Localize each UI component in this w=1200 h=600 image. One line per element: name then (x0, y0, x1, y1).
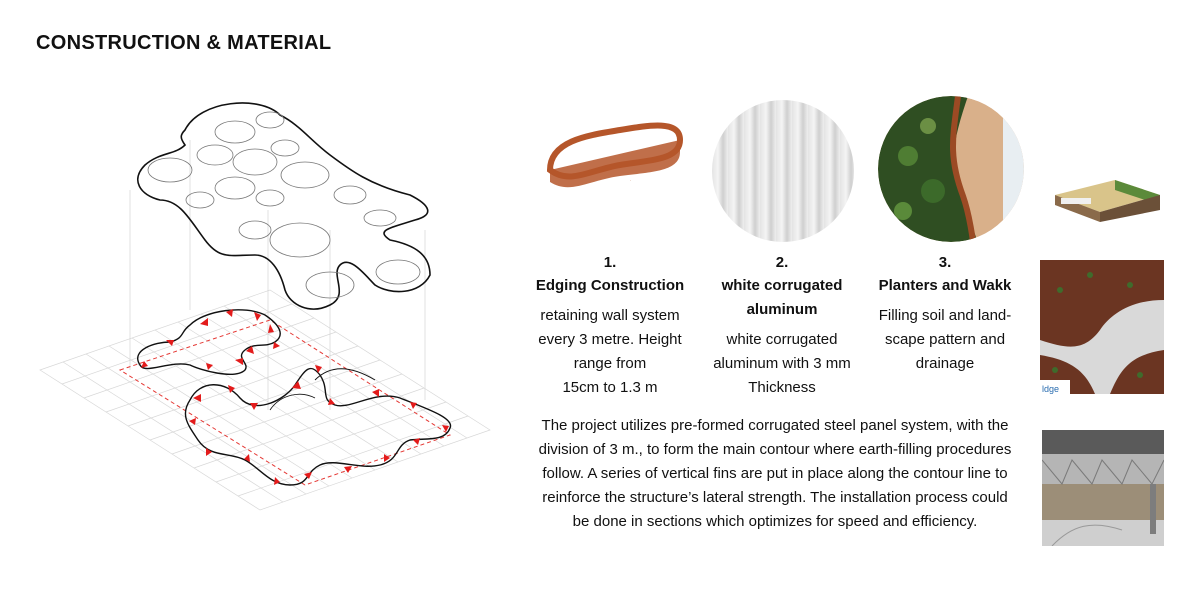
soil-section-photo (1055, 180, 1160, 222)
material-number: 3. (938, 254, 952, 271)
base-grid (39, 289, 491, 511)
boundary-dashed (118, 319, 452, 486)
material-heading: Edging Construction (535, 277, 685, 294)
projection-lines (129, 140, 426, 410)
material-heading: Planters and Wakk (878, 277, 1012, 294)
planters-image (878, 96, 1024, 242)
material-description: Filling soil and land- scape pattern and… (878, 307, 1012, 372)
upper-planter-circles (147, 111, 421, 299)
material-column-1: 1. Edging Construction retaining wall sy… (520, 252, 700, 400)
material-heading: white corrugated aluminum (721, 277, 843, 318)
planter-bed-photo: ldge (1040, 260, 1164, 394)
corrugated-aluminum-image (712, 100, 854, 242)
material-column-2: 2. white corrugated aluminum white corru… (692, 252, 872, 400)
material-column-3: 3. Planters and Wakk Filling soil and la… (860, 252, 1030, 376)
sign-fragment-text: ldge (1042, 384, 1059, 394)
project-description: The project utilizes pre-formed corrugat… (538, 417, 1012, 530)
fin-installation-photo (1042, 430, 1164, 546)
vertical-fins (141, 309, 449, 485)
page-title: CONSTRUCTION & MATERIAL (36, 32, 332, 54)
material-description: retaining wall system every 3 metre. Hei… (538, 307, 682, 396)
material-number: 1. (603, 254, 617, 271)
svg-text:·: · (630, 178, 631, 183)
material-description: white corrugated aluminum with 3 mm Thic… (713, 331, 851, 396)
corten-edging-image: · (546, 122, 684, 188)
upper-plan-outline (137, 102, 431, 310)
axonometric-diagram (39, 102, 491, 511)
material-number: 2. (775, 254, 789, 271)
